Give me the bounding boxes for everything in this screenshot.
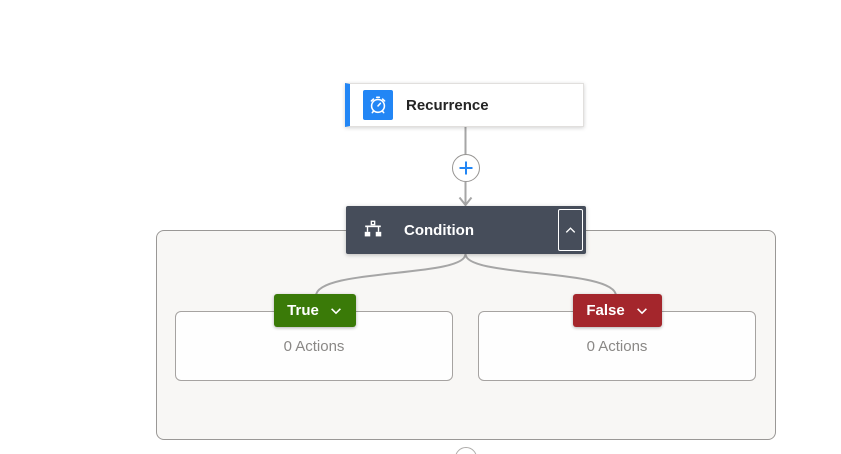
insert-step-button[interactable] [452, 154, 480, 182]
alarm-clock-icon [363, 90, 393, 120]
chevron-down-icon [330, 307, 341, 314]
insert-step-button-bottom[interactable] [455, 447, 477, 454]
recurrence-trigger-card[interactable]: Recurrence [345, 83, 584, 127]
true-branch-button[interactable]: True [274, 294, 356, 327]
collapse-button[interactable] [558, 209, 583, 251]
true-actions-placeholder: 0 Actions [283, 337, 345, 355]
false-branch-label: False [586, 302, 625, 319]
chevron-down-icon [636, 307, 647, 314]
false-branch-button[interactable]: False [573, 294, 662, 327]
plus-icon [459, 161, 473, 175]
trigger-title: Recurrence [406, 96, 489, 114]
branch-icon [362, 219, 384, 241]
condition-title: Condition [404, 221, 474, 239]
condition-card[interactable]: Condition [346, 206, 586, 254]
false-actions-placeholder: 0 Actions [586, 337, 648, 355]
true-branch-label: True [287, 302, 319, 319]
chevron-up-icon [565, 226, 576, 233]
